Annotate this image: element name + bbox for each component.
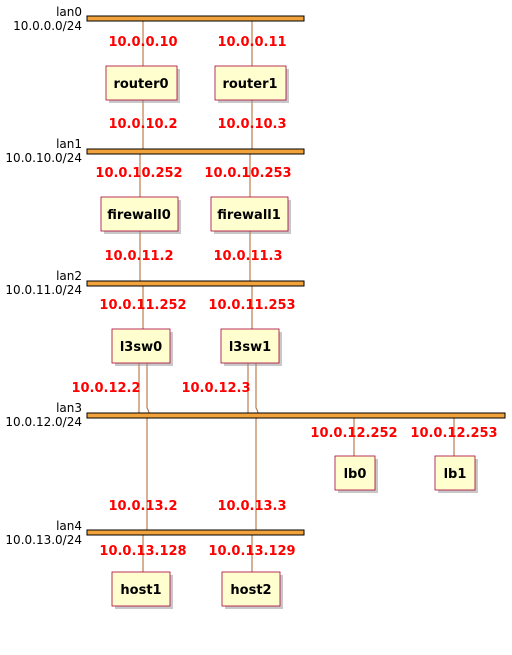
buses (86, 15, 506, 536)
node-label-router0: router0 (113, 77, 168, 92)
bus-lan4 (86, 529, 305, 536)
node-box (100, 196, 179, 232)
address-lb0-lan3: 10.0.12.252 (310, 426, 397, 441)
network-cidr-lan1: 10.0.10.0/24 (5, 151, 82, 165)
node-box (334, 455, 376, 491)
address-router1-lan0: 10.0.0.11 (217, 35, 286, 50)
address-router0-lan0: 10.0.0.10 (108, 35, 177, 50)
node-box (111, 328, 171, 364)
node-label-l3sw0: l3sw0 (120, 340, 162, 355)
network-name-lan3: lan3 (56, 401, 82, 415)
bus-lan3 (86, 412, 506, 419)
bus-lan0 (86, 15, 305, 22)
node-l3sw0[interactable]: l3sw0 (111, 328, 173, 366)
node-box (220, 328, 280, 364)
node-label-host2: host2 (230, 583, 271, 598)
node-label-firewall0: firewall0 (107, 208, 171, 223)
node-box (111, 571, 171, 607)
node-firewall0[interactable]: firewall0 (100, 196, 181, 234)
address-l3sw1-lan4: 10.0.13.3 (217, 499, 286, 514)
node-label-lb0: lb0 (344, 467, 367, 482)
address-firewall1-lan2: 10.0.11.3 (213, 249, 282, 264)
network-cidr-lan2: 10.0.11.0/24 (5, 283, 82, 297)
address-l3sw1-lan3: 10.0.12.3 (181, 381, 250, 396)
address-firewall1-lan1: 10.0.10.253 (204, 166, 291, 181)
node-l3sw1[interactable]: l3sw1 (220, 328, 282, 366)
node-lb1[interactable]: lb1 (434, 455, 478, 493)
node-box (434, 455, 476, 491)
network-cidr-lan3: 10.0.12.0/24 (5, 415, 82, 429)
address-firewall0-lan2: 10.0.11.2 (104, 249, 173, 264)
address-host2-lan4: 10.0.13.129 (208, 544, 295, 559)
node-firewall1[interactable]: firewall1 (210, 196, 291, 234)
links (138, 21, 455, 572)
node-router1[interactable]: router1 (214, 65, 289, 103)
address-host1-lan4: 10.0.13.128 (99, 544, 186, 559)
network-labels: lan0 10.0.0.0/24 lan1 10.0.10.0/24 lan2 … (5, 5, 82, 547)
network-cidr-lan4: 10.0.13.0/24 (5, 533, 82, 547)
node-label-router1: router1 (222, 77, 277, 92)
node-label-firewall1: firewall1 (217, 208, 281, 223)
bus-lan1 (86, 148, 305, 155)
address-l3sw0-lan2: 10.0.11.252 (99, 298, 186, 313)
node-label-lb1: lb1 (444, 467, 467, 482)
address-router1-lan1: 10.0.10.3 (217, 117, 286, 132)
node-box (210, 196, 289, 232)
node-label-host1: host1 (120, 583, 161, 598)
node-label-l3sw1: l3sw1 (229, 340, 271, 355)
node-router0[interactable]: router0 (105, 65, 180, 103)
address-l3sw0-lan3: 10.0.12.2 (71, 381, 140, 396)
node-box (221, 571, 281, 607)
node-lb0[interactable]: lb0 (334, 455, 378, 493)
address-l3sw0-lan4: 10.0.13.2 (108, 499, 177, 514)
network-name-lan0: lan0 (56, 5, 82, 19)
network-name-lan2: lan2 (56, 269, 82, 283)
address-firewall0-lan1: 10.0.10.252 (95, 166, 182, 181)
network-name-lan4: lan4 (56, 519, 82, 533)
address-router0-lan1: 10.0.10.2 (108, 117, 177, 132)
node-host2[interactable]: host2 (221, 571, 283, 609)
network-name-lan1: lan1 (56, 137, 82, 151)
network-cidr-lan0: 10.0.0.0/24 (13, 19, 82, 33)
node-box (105, 65, 178, 101)
nodes: router0 router1 firewall0 firewall1 l3sw… (100, 65, 478, 609)
node-host1[interactable]: host1 (111, 571, 173, 609)
node-box (214, 65, 287, 101)
address-l3sw1-lan2: 10.0.11.253 (208, 298, 295, 313)
address-lb1-lan3: 10.0.12.253 (410, 426, 497, 441)
address-labels: 10.0.0.10 10.0.0.11 10.0.10.2 10.0.10.3 … (71, 35, 497, 559)
bus-lan2 (86, 280, 305, 287)
